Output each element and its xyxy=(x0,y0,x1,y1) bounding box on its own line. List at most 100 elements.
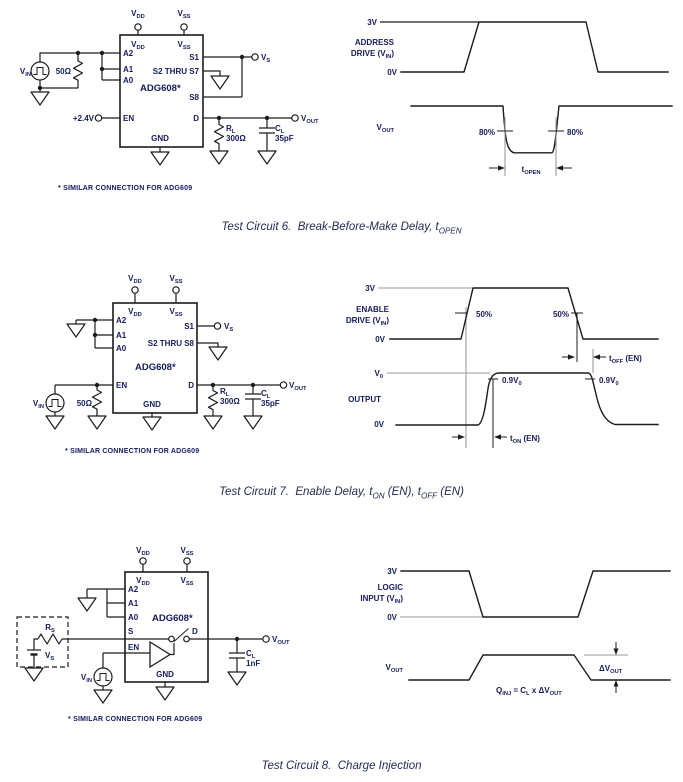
rs-label: RS xyxy=(45,623,55,634)
chip-body xyxy=(112,302,198,414)
a0-pin-label: A0 xyxy=(123,76,134,85)
switch-throw xyxy=(183,635,190,643)
cl-value: 1nF xyxy=(246,659,260,668)
vss-pin-label: VSS xyxy=(169,307,182,318)
a0-pin-label: A0 xyxy=(116,344,127,353)
ground-icon xyxy=(208,346,228,361)
en-terminal xyxy=(94,114,103,122)
arrow-right-icon xyxy=(498,165,505,171)
t-open-label: tOPEN xyxy=(522,165,541,176)
s1-pin-label: S1 xyxy=(184,322,194,331)
vout-signal-label: VOUT xyxy=(386,663,404,674)
rl-value: 300Ω xyxy=(220,397,240,406)
signal-name-line2: DRIVE (VIN) xyxy=(351,49,394,60)
gnd-pin-label: GND xyxy=(156,670,174,679)
cl-value: 35pF xyxy=(275,134,294,143)
vout-signal-label: VOUT xyxy=(377,123,395,134)
ground-icon xyxy=(155,686,175,701)
vss-top-label: VSS xyxy=(177,9,190,20)
a1-pin-label: A1 xyxy=(128,599,139,608)
caption-test-circuit-7: Test Circuit 7. Enable Delay, tON (EN), … xyxy=(219,486,464,501)
signal-name-line1: ENABLE xyxy=(356,305,390,314)
vout-terminal xyxy=(262,635,270,643)
vss-pin-label: VSS xyxy=(180,576,193,587)
capacitor-cl xyxy=(259,118,275,134)
resistor-50ohm xyxy=(72,53,84,89)
junction-dot xyxy=(37,85,43,91)
signal-name-line2: INPUT (VIN) xyxy=(360,594,403,605)
output-signal-label: OUTPUT xyxy=(348,395,381,404)
arrow-left-icon xyxy=(556,165,563,171)
vdd-top-label: VDD xyxy=(131,9,145,20)
rl-value: 300Ω xyxy=(226,134,246,143)
switch-lever xyxy=(173,628,189,642)
level-0v-output: 0V xyxy=(374,420,384,429)
logic-input-trace xyxy=(400,570,671,618)
09v0-left-label: 0.9V0 xyxy=(502,376,522,387)
ground-icon xyxy=(210,75,230,90)
buffer-triangle xyxy=(149,640,172,669)
level-v0: V0 xyxy=(374,369,383,380)
a2-pin-label: A2 xyxy=(128,585,139,594)
s1-pin-label: S1 xyxy=(189,53,199,62)
vss-terminal xyxy=(183,557,191,565)
s-pin-label: S xyxy=(128,627,134,636)
a2-pin-label: A2 xyxy=(123,49,134,58)
gnd-pin-label: GND xyxy=(151,134,169,143)
ground-icon xyxy=(93,689,113,704)
dimension-lines xyxy=(504,117,557,176)
vdd-pin-label: VDD xyxy=(131,40,145,51)
vin-source-symbol xyxy=(45,393,65,413)
arrow-right-icon xyxy=(568,354,575,360)
vss-terminal xyxy=(180,23,188,31)
circuit6-waveform: 3V 0V ADDRESS DRIVE (VIN) VOUT 80% 80% t… xyxy=(351,18,673,176)
s2s8-pin-label: S2 THRU S8 xyxy=(148,339,195,348)
level-0v: 0V xyxy=(375,335,385,344)
arrow-down-icon xyxy=(613,648,619,655)
resistor-rs xyxy=(37,633,63,645)
source-dashed-box xyxy=(16,616,69,668)
gnd-pin-label: GND xyxy=(143,400,161,409)
vs-label: VS xyxy=(224,322,233,333)
a1-pin-label: A1 xyxy=(116,331,127,340)
enable-drive-trace xyxy=(389,287,659,340)
capacitor-cl xyxy=(245,385,261,400)
t-off-label: tOFF (EN) xyxy=(609,354,642,365)
part-number: ADG608* xyxy=(152,613,193,624)
ground-icon xyxy=(45,415,65,430)
qinj-equation: QINJ = CL x ΔVOUT xyxy=(496,686,562,697)
pulse-icon xyxy=(48,399,62,407)
vin-label: VIN xyxy=(81,673,92,684)
resistor-rl xyxy=(207,385,219,416)
level-3v: 3V xyxy=(365,284,375,293)
vin-source-symbol xyxy=(30,61,50,81)
circuit7-waveform: 3V 0V ENABLE DRIVE (VIN) 50% 50% V0 0V O… xyxy=(346,284,659,448)
vout-terminal xyxy=(279,381,288,389)
vout-terminal xyxy=(291,114,299,122)
delta-vout-label: ΔVOUT xyxy=(599,664,623,675)
vdd-terminal xyxy=(134,23,142,31)
s2s7-pin-label: S2 THRU S7 xyxy=(153,67,200,76)
a0-pin-label: A0 xyxy=(128,613,139,622)
vss-terminal xyxy=(172,286,180,294)
vout-trace xyxy=(410,105,673,154)
d-pin-label: D xyxy=(193,114,199,123)
part-number: ADG608* xyxy=(140,83,181,94)
vdd-top-label: VDD xyxy=(128,274,142,285)
vdd-terminal xyxy=(131,286,139,294)
09v0-right-label: 0.9V0 xyxy=(599,376,619,387)
rin-label: 50Ω xyxy=(77,399,93,408)
ground-icon xyxy=(243,415,263,430)
wires xyxy=(33,564,263,690)
a1-pin-label: A1 xyxy=(123,65,134,74)
junction-dot xyxy=(92,317,98,323)
vdd-pin-label: VDD xyxy=(136,576,150,587)
ground-icon xyxy=(203,415,223,430)
circuit8-waveform: 3V 0V LOGIC INPUT (VIN) VOUT ΔVOUT QINJ … xyxy=(360,567,671,697)
ground-icon xyxy=(30,91,50,106)
resistor-50ohm xyxy=(91,385,103,415)
chip-body xyxy=(124,571,209,683)
level-3v: 3V xyxy=(367,18,377,27)
vdd-top-label: VDD xyxy=(136,546,150,557)
